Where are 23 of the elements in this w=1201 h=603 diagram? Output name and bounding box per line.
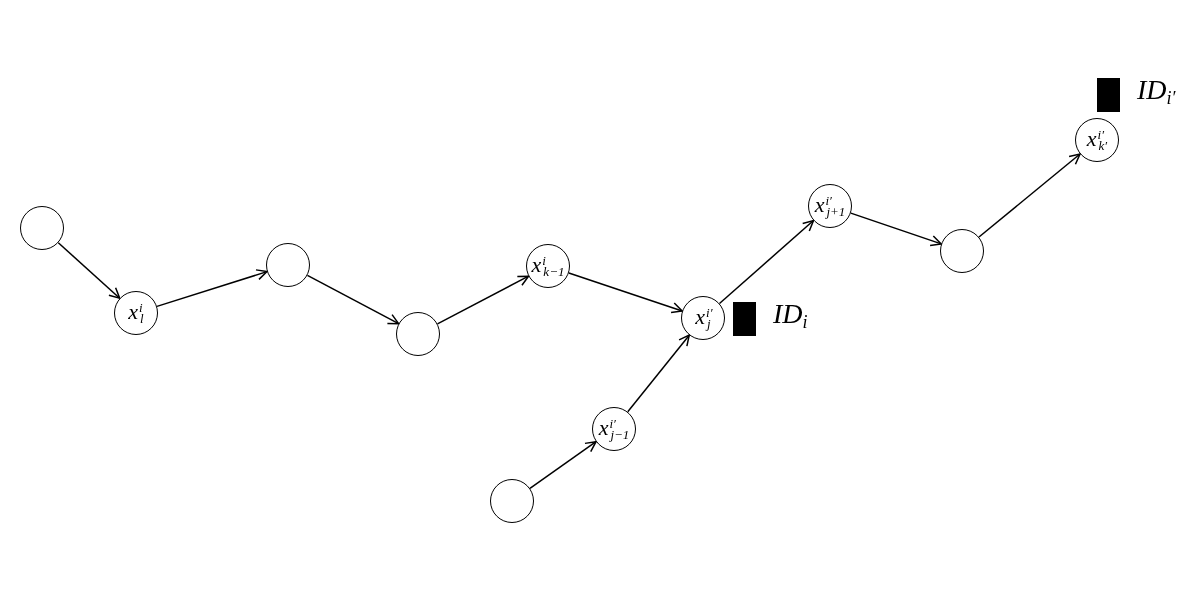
node-circle <box>940 229 984 273</box>
node-circle <box>266 243 310 287</box>
node-circle <box>526 244 570 288</box>
arrow <box>850 212 942 247</box>
arrow <box>529 440 597 490</box>
node-circle <box>114 291 158 335</box>
node-circle <box>20 206 64 250</box>
id-label: ID$_{i′}$ <box>1137 76 1176 108</box>
arrow <box>156 269 268 308</box>
node-circle <box>1075 118 1119 162</box>
arrow <box>568 272 683 314</box>
arrow <box>718 219 815 305</box>
node-circle <box>808 184 852 228</box>
arrow <box>978 153 1081 238</box>
node-circle <box>490 479 534 523</box>
node-circle <box>681 296 725 340</box>
arrow <box>306 274 400 325</box>
arrow <box>627 334 690 413</box>
id-label: ID$_{i}$ <box>773 300 808 332</box>
arrow <box>436 275 530 325</box>
arrow <box>57 242 121 299</box>
node-circle <box>396 312 440 356</box>
node-circle <box>592 407 636 451</box>
